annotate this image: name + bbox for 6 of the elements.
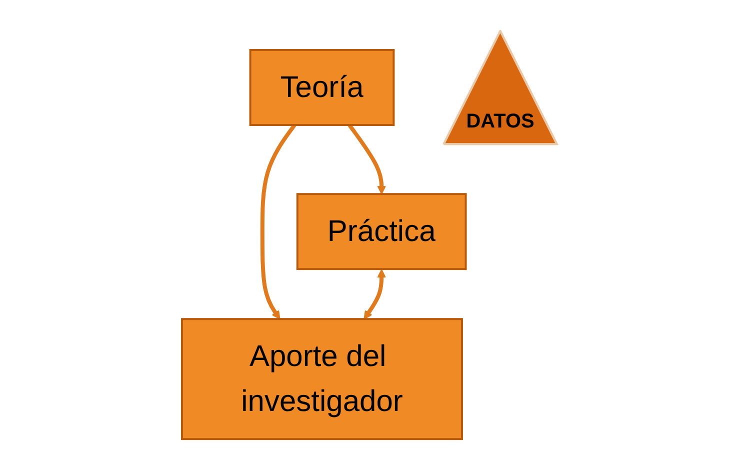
arrow — [348, 124, 386, 194]
node-box: Práctica — [296, 193, 467, 270]
arrow — [260, 124, 296, 320]
node-box: Aporte del investigador — [181, 318, 464, 440]
node-box: Teoría — [249, 49, 395, 126]
arrow — [364, 269, 386, 320]
